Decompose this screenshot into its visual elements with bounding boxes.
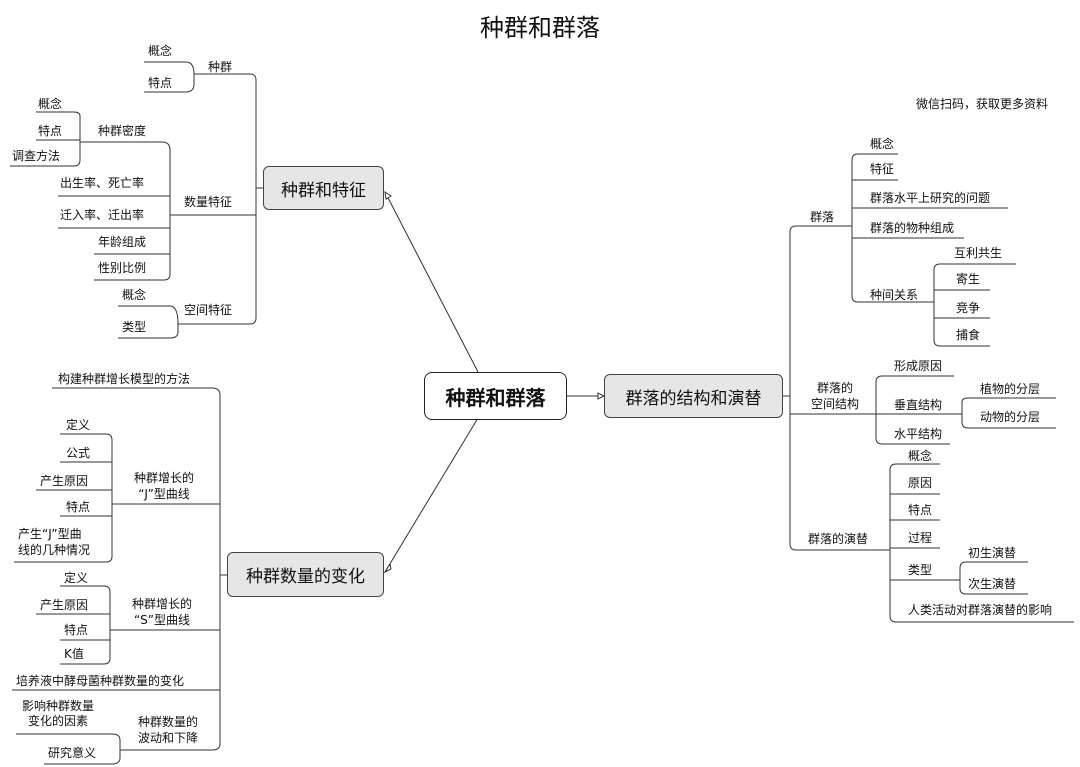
node-model-method: 构建种群增长模型的方法 [58, 372, 191, 386]
node-population-concept: 概念 [148, 44, 173, 58]
node-s-trait: 特点 [64, 623, 89, 637]
node-influence-factors: 影响种群数量 变化的因素 [22, 699, 95, 728]
branch-community-structure[interactable]: 群落的结构和演替 [604, 374, 783, 418]
node-succession-process: 过程 [908, 531, 933, 545]
branch-population-change[interactable]: 种群数量的变化 [227, 552, 384, 597]
node-spatial-concept: 概念 [122, 288, 147, 302]
node-s-cause: 产生原因 [40, 598, 89, 612]
node-horizontal-structure: 水平结构 [894, 427, 943, 441]
node-research-meaning: 研究意义 [48, 746, 97, 760]
node-j-definition: 定义 [66, 418, 91, 432]
node-density: 种群密度 [98, 124, 147, 138]
node-community-level-issues: 群落水平上研究的问题 [870, 191, 991, 205]
node-human-impact: 人类活动对群落演替的影响 [908, 603, 1053, 617]
node-population: 种群 [208, 60, 233, 74]
wechat-note: 微信扫码，获取更多资料 [915, 97, 1048, 111]
node-vertical-structure: 垂直结构 [894, 398, 943, 412]
page-title: 种群和群落 [480, 14, 600, 42]
node-parasitism: 寄生 [956, 272, 981, 286]
node-sex-ratio: 性别比例 [98, 261, 147, 275]
node-s-curve: 种群增长的 “S”型曲线 [131, 597, 192, 627]
node-spatial-type: 类型 [122, 320, 147, 334]
node-predation: 捕食 [956, 328, 981, 342]
node-density-survey: 调查方法 [12, 149, 61, 163]
node-j-formula: 公式 [66, 446, 91, 460]
node-quantity-features: 数量特征 [184, 195, 233, 209]
node-community-concept: 概念 [870, 137, 895, 151]
branch-population-features[interactable]: 种群和特征 [263, 166, 384, 210]
node-succession-type: 类型 [908, 563, 933, 577]
node-migration: 迁入率、迁出率 [60, 208, 145, 222]
node-j-curve: 种群增长的 “J”型曲线 [133, 471, 194, 501]
node-competition: 竞争 [956, 301, 981, 315]
node-succession: 群落的演替 [808, 532, 869, 546]
node-yeast-culture: 培养液中酵母菌种群数量的变化 [16, 674, 185, 688]
node-j-cause: 产生原因 [40, 474, 89, 488]
node-population-trait: 特点 [148, 76, 173, 90]
node-fluctuation: 种群数量的 波动和下降 [137, 715, 198, 745]
node-formation-cause: 形成原因 [894, 359, 943, 373]
node-j-cases: 产生“J”型曲 线的几种情况 [18, 527, 91, 557]
node-birth-death: 出生率、死亡率 [60, 176, 145, 190]
node-spatial-structure: 群落的 空间结构 [810, 381, 859, 411]
node-primary-succession: 初生演替 [968, 546, 1017, 560]
node-secondary-succession: 次生演替 [968, 577, 1017, 591]
node-succession-cause: 原因 [908, 476, 933, 490]
node-succession-trait: 特点 [908, 503, 933, 517]
node-density-concept: 概念 [38, 97, 63, 111]
node-succession-concept: 概念 [908, 449, 933, 463]
node-age: 年龄组成 [98, 235, 147, 249]
node-j-trait: 特点 [66, 500, 91, 514]
node-plant-layering: 植物的分层 [980, 382, 1041, 396]
node-density-trait: 特点 [38, 124, 63, 138]
node-community: 群落 [810, 210, 835, 224]
root-node[interactable]: 种群和群落 [424, 372, 567, 420]
node-species-composition: 群落的物种组成 [870, 221, 955, 235]
node-s-definition: 定义 [64, 571, 89, 585]
node-interspecific: 种间关系 [870, 288, 919, 302]
node-animal-layering: 动物的分层 [980, 410, 1041, 424]
node-community-feature: 特征 [870, 162, 895, 176]
node-mutualism: 互利共生 [954, 246, 1003, 260]
node-s-k-value: K值 [64, 647, 84, 661]
node-spatial-features: 空间特征 [184, 303, 233, 317]
